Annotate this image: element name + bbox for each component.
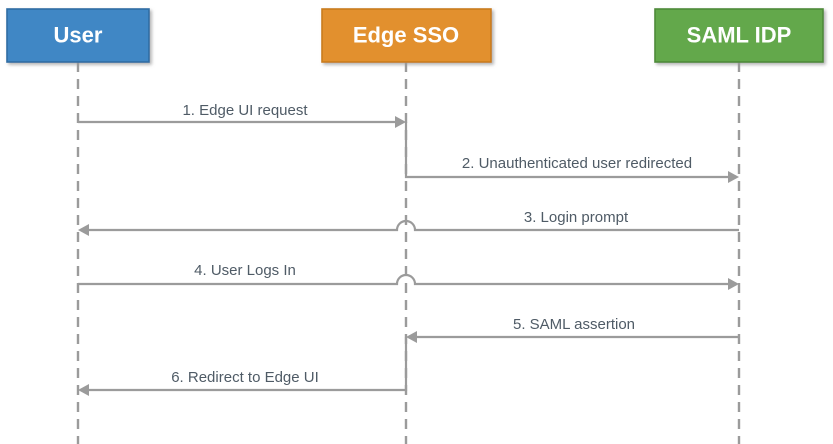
message-3[interactable]: 3. Login prompt — [78, 209, 739, 236]
message-line-6 — [89, 337, 408, 392]
message-line-4 — [78, 273, 728, 286]
message-label-5: 5. SAML assertion — [513, 316, 635, 333]
message-arrowhead-1 — [395, 116, 406, 128]
message-arrowhead-4 — [728, 278, 739, 290]
message-label-2: 2. Unauthenticated user redirected — [462, 155, 692, 172]
message-label-6: 6. Redirect to Edge UI — [171, 369, 319, 386]
actors-group: User Edge SSO SAML IDP — [6, 8, 824, 63]
lifelines-group — [76, 62, 741, 444]
message-arrowhead-2 — [728, 171, 739, 183]
actor-saml-idp[interactable]: SAML IDP — [654, 8, 824, 63]
message-4[interactable]: 4. User Logs In — [78, 262, 739, 290]
messages-group: 1. Edge UI request 2. Unauthenticated use… — [78, 102, 739, 396]
message-label-3: 3. Login prompt — [524, 209, 629, 226]
message-1[interactable]: 1. Edge UI request — [78, 102, 406, 128]
actor-edge-sso[interactable]: Edge SSO — [321, 8, 492, 63]
message-arrowhead-5 — [406, 331, 417, 343]
actor-box-edge-sso[interactable] — [321, 8, 492, 63]
message-5[interactable]: 5. SAML assertion — [406, 316, 739, 343]
message-line-2 — [404, 122, 728, 179]
message-arrowhead-3 — [78, 224, 89, 236]
actor-label-saml-idp: SAML IDP — [687, 22, 792, 47]
actor-label-user: User — [54, 22, 103, 47]
actor-box-user[interactable] — [6, 8, 150, 63]
message-label-1: 1. Edge UI request — [182, 102, 308, 119]
actor-box-saml-idp[interactable] — [654, 8, 824, 63]
message-line-3 — [89, 219, 739, 232]
message-2[interactable]: 2. Unauthenticated user redirected — [404, 122, 739, 183]
message-label-4: 4. User Logs In — [194, 262, 296, 279]
actor-label-edge-sso: Edge SSO — [353, 22, 459, 47]
actor-user[interactable]: User — [6, 8, 150, 63]
message-arrowhead-6 — [78, 384, 89, 396]
message-6[interactable]: 6. Redirect to Edge UI — [78, 337, 408, 396]
